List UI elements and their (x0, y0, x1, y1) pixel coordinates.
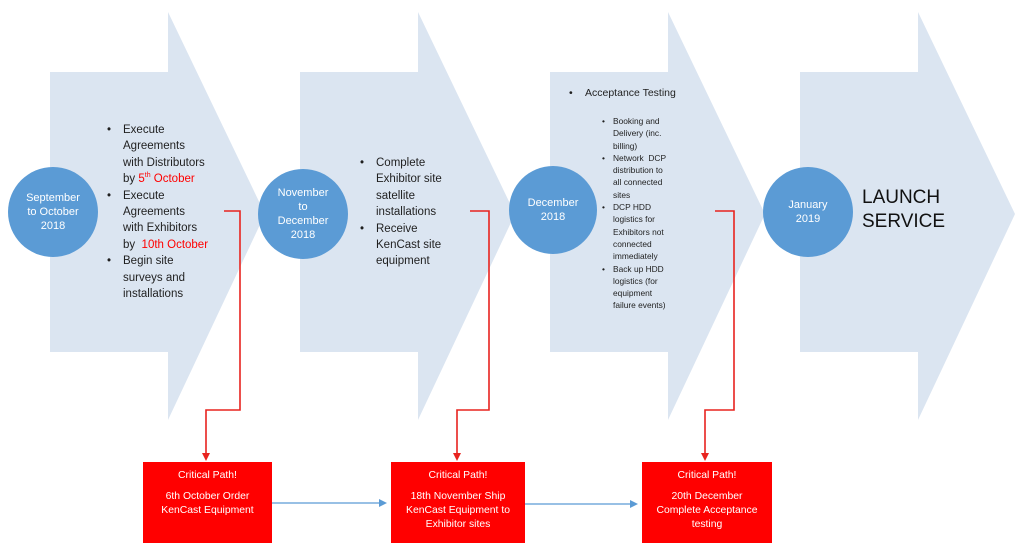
subitem-network-dcp: Network DCP distribution to all connecte… (601, 152, 711, 201)
activity-satellite-installations: Complete Exhibitor site satellite instal… (354, 155, 494, 221)
critical-leader-3 (701, 210, 735, 461)
critical-path-title: Critical Path! (677, 470, 737, 481)
phase-circle-2 (258, 169, 348, 259)
activity-site-surveys: Begin site surveys and installations (101, 253, 241, 302)
activity-receive-equipment: Receive KenCast site equipment (354, 221, 494, 270)
subitem-backup-hdd: Back up HDD logistics (for equipment fai… (601, 263, 711, 312)
critical-path-box-1: Critical Path! 6th October Order KenCast… (143, 462, 272, 543)
critical-path-title: Critical Path! (178, 470, 237, 481)
critical-path-box-3: Critical Path! 20th December Complete Ac… (642, 462, 772, 543)
subitem-booking: Booking and Delivery (inc. billing) (601, 115, 711, 152)
acceptance-testing-subitems: Booking and Delivery (inc. billing) Netw… (601, 115, 711, 312)
subitem-dcp-hdd: DCP HDD logistics for Exhibitors not con… (601, 201, 711, 262)
phase-circle-3 (509, 166, 597, 254)
activity-exhibitors: Execute Agreements with Exhibitors by 10… (101, 188, 241, 254)
phase-circle-label-4: January 2019 (788, 199, 828, 225)
phase-1-activities: Execute Agreements with Distributors by … (101, 122, 241, 302)
phase-arrow-4 (800, 12, 1015, 420)
phase-circle-label-3: December 2018 (527, 197, 579, 223)
critical-path-title: Critical Path! (428, 470, 488, 481)
phase-2-activities: Complete Exhibitor site satellite instal… (354, 155, 494, 270)
launch-service-label: LAUNCH SERVICE (862, 187, 946, 232)
critical-path-box-2: Critical Path! 18th November Ship KenCas… (391, 462, 525, 543)
phase-circle-1 (8, 167, 98, 257)
phase-circle-4 (763, 167, 853, 257)
phase-3-activities: Acceptance Testing (563, 85, 743, 102)
phase-circle-label-2: November to December 2018 (277, 187, 329, 241)
phase-circle-label-1: September to October 2018 (26, 192, 80, 232)
activity-acceptance-testing: Acceptance Testing (563, 85, 743, 102)
activity-distributors: Execute Agreements with Distributors by … (101, 122, 241, 188)
